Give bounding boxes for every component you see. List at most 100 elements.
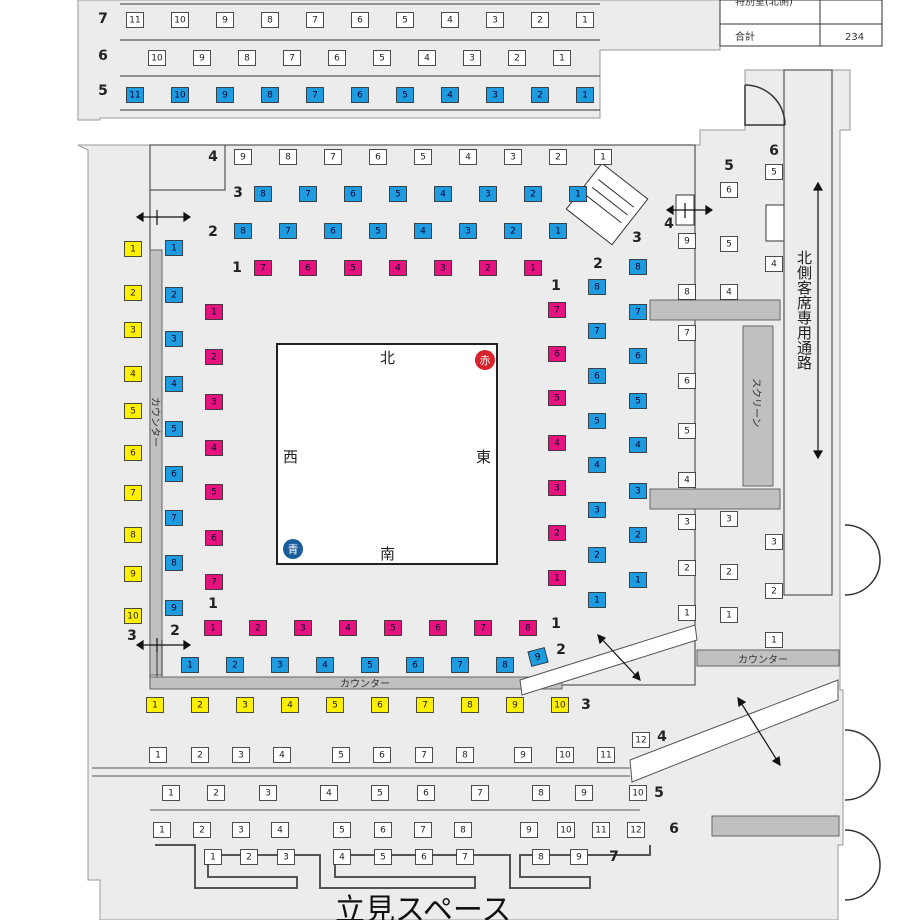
seat-box[interactable] [474, 620, 492, 636]
seat-box[interactable] [765, 534, 783, 550]
seat-box[interactable] [124, 366, 142, 382]
seat-6-3[interactable]: 4 [389, 260, 407, 276]
seat-1-7[interactable]: 3 [463, 50, 481, 66]
seat-box[interactable] [629, 393, 647, 409]
seat-18-1[interactable]: 2 [191, 697, 209, 713]
seat-17-0[interactable]: 1 [181, 657, 199, 673]
seat-13-7[interactable]: 2 [678, 560, 696, 576]
seat-box[interactable] [333, 849, 351, 865]
seat-box[interactable] [629, 572, 647, 588]
seat-box[interactable] [277, 849, 295, 865]
seat-box[interactable] [765, 583, 783, 599]
seat-0-4[interactable]: 7 [306, 12, 324, 28]
seat-box[interactable] [299, 260, 317, 276]
seat-1-2[interactable]: 8 [238, 50, 256, 66]
seat-15-2[interactable]: 3 [765, 534, 783, 550]
seat-box[interactable] [351, 87, 369, 103]
seat-19-7[interactable]: 8 [456, 747, 474, 763]
seat-box[interactable] [629, 348, 647, 364]
seat-box[interactable] [415, 747, 433, 763]
seat-23-0[interactable]: 12 [632, 732, 650, 748]
seat-21-5[interactable]: 6 [374, 822, 392, 838]
seat-15-1[interactable]: 4 [765, 256, 783, 272]
seat-box[interactable] [678, 373, 696, 389]
seat-box[interactable] [259, 785, 277, 801]
seat-8-3[interactable]: 4 [165, 376, 183, 392]
seat-box[interactable] [271, 822, 289, 838]
seat-8-6[interactable]: 7 [165, 510, 183, 526]
seat-18-9[interactable]: 10 [551, 697, 569, 713]
seat-box[interactable] [371, 697, 389, 713]
seat-5-3[interactable]: 5 [369, 223, 387, 239]
seat-20-9[interactable]: 10 [629, 785, 647, 801]
seat-box[interactable] [678, 560, 696, 576]
seat-8-4[interactable]: 5 [165, 421, 183, 437]
seat-box[interactable] [205, 574, 223, 590]
seat-box[interactable] [165, 555, 183, 571]
seat-22-3[interactable]: 4 [333, 849, 351, 865]
seat-box[interactable] [548, 525, 566, 541]
seat-20-3[interactable]: 4 [320, 785, 338, 801]
seat-7-7[interactable]: 8 [124, 527, 142, 543]
seat-12-7[interactable]: 1 [629, 572, 647, 588]
seat-5-1[interactable]: 7 [279, 223, 297, 239]
seat-22-5[interactable]: 6 [415, 849, 433, 865]
seat-box[interactable] [294, 620, 312, 636]
seat-box[interactable] [171, 87, 189, 103]
seat-22-2[interactable]: 3 [277, 849, 295, 865]
seat-box[interactable] [205, 440, 223, 456]
seat-box[interactable] [126, 87, 144, 103]
seat-8-1[interactable]: 2 [165, 287, 183, 303]
seat-box[interactable] [361, 657, 379, 673]
seat-box[interactable] [434, 186, 452, 202]
seat-box[interactable] [678, 472, 696, 488]
seat-14-4[interactable]: 2 [720, 564, 738, 580]
seat-box[interactable] [124, 485, 142, 501]
seat-6-6[interactable]: 1 [524, 260, 542, 276]
seat-18-3[interactable]: 4 [281, 697, 299, 713]
seat-17-2[interactable]: 3 [271, 657, 289, 673]
seat-3-8[interactable]: 1 [594, 149, 612, 165]
seat-box[interactable] [575, 785, 593, 801]
seat-22-0[interactable]: 1 [204, 849, 222, 865]
seat-2-4[interactable]: 7 [306, 87, 324, 103]
seat-box[interactable] [588, 368, 606, 384]
seat-15-3[interactable]: 2 [765, 583, 783, 599]
seat-box[interactable] [629, 437, 647, 453]
seat-box[interactable] [124, 322, 142, 338]
seat-box[interactable] [232, 822, 250, 838]
seat-box[interactable] [306, 87, 324, 103]
seat-box[interactable] [332, 747, 350, 763]
seat-19-3[interactable]: 4 [273, 747, 291, 763]
seat-box[interactable] [344, 260, 362, 276]
seat-box[interactable] [597, 747, 615, 763]
seat-11-6[interactable]: 2 [588, 547, 606, 563]
seat-box[interactable] [632, 732, 650, 748]
seat-0-2[interactable]: 9 [216, 12, 234, 28]
seat-18-0[interactable]: 1 [146, 697, 164, 713]
seat-7-5[interactable]: 6 [124, 445, 142, 461]
seat-0-6[interactable]: 5 [396, 12, 414, 28]
seat-box[interactable] [124, 527, 142, 543]
seat-box[interactable] [324, 223, 342, 239]
seat-box[interactable] [678, 284, 696, 300]
seat-box[interactable] [720, 182, 738, 198]
seat-box[interactable] [165, 600, 183, 616]
seat-box[interactable] [441, 12, 459, 28]
seat-box[interactable] [171, 12, 189, 28]
seat-box[interactable] [548, 435, 566, 451]
seat-16-5[interactable]: 6 [429, 620, 447, 636]
seat-4-3[interactable]: 5 [389, 186, 407, 202]
seat-box[interactable] [165, 421, 183, 437]
seat-3-4[interactable]: 5 [414, 149, 432, 165]
seat-21-7[interactable]: 8 [454, 822, 472, 838]
seat-9-6[interactable]: 7 [205, 574, 223, 590]
seat-2-3[interactable]: 8 [261, 87, 279, 103]
seat-box[interactable] [479, 260, 497, 276]
seat-box[interactable] [548, 390, 566, 406]
seat-box[interactable] [204, 849, 222, 865]
seat-box[interactable] [124, 241, 142, 257]
seat-box[interactable] [320, 785, 338, 801]
seat-box[interactable] [548, 570, 566, 586]
seat-box[interactable] [406, 657, 424, 673]
